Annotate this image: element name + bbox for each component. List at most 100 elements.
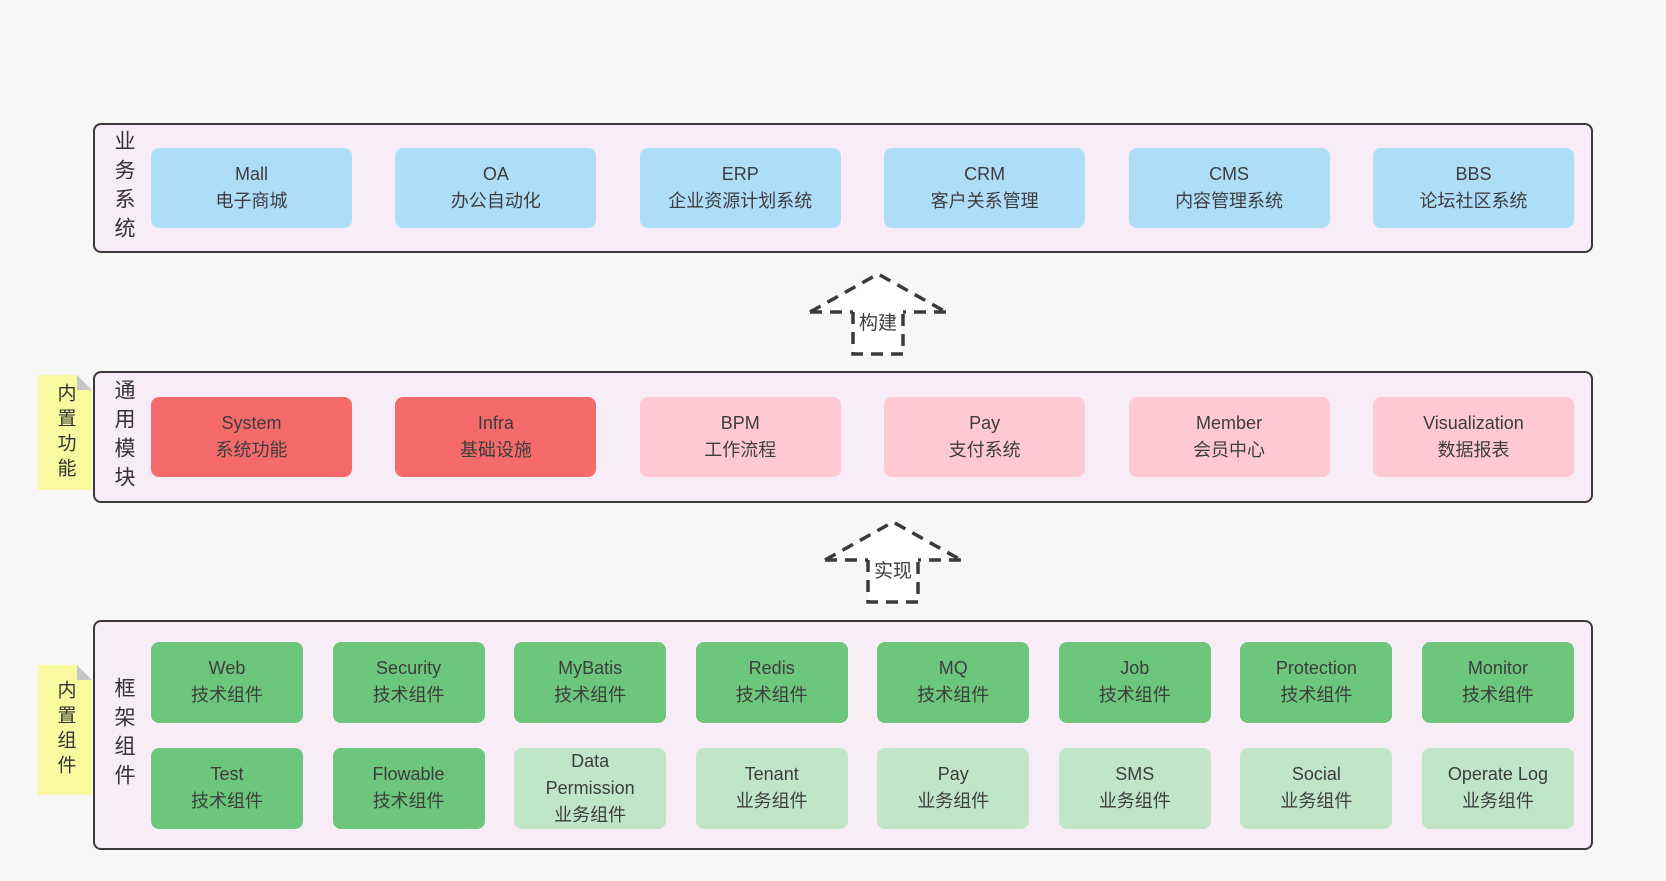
box-sms: SMS 业务组件 bbox=[1058, 747, 1211, 829]
framework-components-band: 框架组件 Web 技术组件 Security 技术组件 MyBatis 技术组件… bbox=[93, 620, 1593, 850]
box-subtitle: 办公自动化 bbox=[450, 191, 541, 211]
box-data-permission: Data Permission 业务组件 bbox=[514, 747, 667, 829]
box-subtitle: 数据报表 bbox=[1437, 440, 1510, 460]
box-subtitle: 技术组件 bbox=[372, 791, 445, 811]
box-subtitle: 支付系统 bbox=[948, 440, 1021, 460]
box-pay-business: Pay 业务组件 bbox=[877, 747, 1030, 829]
box-operate-log: Operate Log 业务组件 bbox=[1421, 747, 1574, 829]
box-web: Web 技术组件 bbox=[151, 641, 303, 723]
box-subtitle: 技术组件 bbox=[191, 791, 263, 811]
box-monitor: Monitor 技术组件 bbox=[1421, 641, 1574, 723]
box-title: OA bbox=[482, 164, 509, 184]
box-title: Tenant bbox=[744, 764, 799, 784]
box-subtitle: 业务组件 bbox=[1280, 791, 1353, 811]
box-title: Pay bbox=[969, 413, 1001, 433]
arrow-implement-label: 实现 bbox=[870, 555, 916, 584]
box-subtitle: 论坛社区系统 bbox=[1419, 191, 1528, 211]
box-title: Pay bbox=[937, 764, 969, 784]
arrow-build-label: 构建 bbox=[855, 307, 901, 336]
arrow-implement: 实现 bbox=[821, 518, 965, 606]
box-tenant: Tenant 业务组件 bbox=[695, 747, 848, 829]
box-subtitle: 业务组件 bbox=[1461, 791, 1534, 811]
band-label-framework: 框架组件 bbox=[112, 677, 135, 793]
box-subtitle: 技术组件 bbox=[1280, 685, 1353, 705]
box-title: Protection bbox=[1275, 658, 1357, 678]
box-title: MyBatis bbox=[558, 658, 623, 678]
box-title: Member bbox=[1196, 413, 1263, 433]
box-crm: CRM 客户关系管理 bbox=[884, 148, 1086, 228]
arrow-build: 构建 bbox=[806, 270, 950, 358]
box-subtitle: 技术组件 bbox=[1098, 685, 1171, 705]
box-subtitle: 内容管理系统 bbox=[1175, 191, 1284, 211]
box-subtitle: 客户关系管理 bbox=[930, 191, 1039, 211]
sticky-label: 内置功能 bbox=[54, 382, 76, 483]
common-modules-boxes: System 系统功能 Infra 基础设施 BPM 工作流程 Pay 支付系统… bbox=[151, 397, 1574, 477]
box-title: Redis bbox=[748, 658, 795, 678]
box-title: ERP bbox=[721, 164, 759, 184]
box-subtitle: 技术组件 bbox=[917, 685, 990, 705]
box-subtitle: 业务组件 bbox=[1098, 791, 1171, 811]
box-subtitle: 技术组件 bbox=[735, 685, 808, 705]
box-subtitle: 企业资源计划系统 bbox=[668, 191, 813, 211]
box-job: Job 技术组件 bbox=[1058, 641, 1211, 723]
box-subtitle: 工作流程 bbox=[704, 440, 777, 460]
box-visualization: Visualization 数据报表 bbox=[1372, 397, 1574, 477]
box-title: SMS bbox=[1115, 764, 1155, 784]
box-title: Flowable bbox=[372, 764, 445, 784]
box-subtitle: 业务组件 bbox=[917, 791, 990, 811]
box-title: Web bbox=[208, 658, 246, 678]
box-cms: CMS 内容管理系统 bbox=[1128, 148, 1330, 228]
box-title: Operate Log bbox=[1447, 764, 1548, 784]
box-title: Data Permission bbox=[545, 750, 635, 798]
band-label-modules: 通用模块 bbox=[112, 379, 135, 495]
box-security: Security 技术组件 bbox=[332, 641, 485, 723]
box-mybatis: MyBatis 技术组件 bbox=[514, 641, 667, 723]
box-title: Security bbox=[376, 658, 442, 678]
box-mq: MQ 技术组件 bbox=[877, 641, 1030, 723]
box-subtitle: 技术组件 bbox=[191, 685, 263, 705]
framework-components-rows: Web 技术组件 Security 技术组件 MyBatis 技术组件 Redi… bbox=[151, 641, 1574, 829]
sticky-note-built-in-components: 内置组件 bbox=[38, 665, 92, 795]
business-systems-band: 业务系统 Mall 电子商城 OA 办公自动化 ERP 企业资源计划系统 CRM… bbox=[93, 123, 1593, 253]
box-title: CMS bbox=[1209, 164, 1250, 184]
box-subtitle: 业务组件 bbox=[554, 804, 627, 825]
box-bbs: BBS 论坛社区系统 bbox=[1372, 148, 1574, 228]
box-mall: Mall 电子商城 bbox=[151, 148, 352, 228]
sticky-label: 内置组件 bbox=[54, 680, 76, 780]
business-systems-boxes: Mall 电子商城 OA 办公自动化 ERP 企业资源计划系统 CRM 客户关系… bbox=[151, 148, 1574, 228]
box-subtitle: 技术组件 bbox=[372, 685, 445, 705]
framework-row-2: Test 技术组件 Flowable 技术组件 Data Permission … bbox=[151, 747, 1574, 829]
box-bpm: BPM 工作流程 bbox=[639, 397, 841, 477]
box-title: Visualization bbox=[1423, 413, 1524, 433]
box-member: Member 会员中心 bbox=[1128, 397, 1330, 477]
box-protection: Protection 技术组件 bbox=[1240, 641, 1393, 723]
box-title: Infra bbox=[477, 413, 514, 433]
box-title: Test bbox=[210, 764, 244, 784]
box-title: BPM bbox=[720, 413, 760, 433]
box-title: MQ bbox=[938, 658, 968, 678]
band-label-business: 业务系统 bbox=[112, 130, 135, 246]
box-title: Mall bbox=[234, 164, 268, 184]
box-subtitle: 基础设施 bbox=[459, 440, 532, 460]
box-title: Social bbox=[1291, 764, 1341, 784]
box-erp: ERP 企业资源计划系统 bbox=[639, 148, 841, 228]
box-subtitle: 电子商城 bbox=[215, 191, 288, 211]
box-title: CRM bbox=[964, 164, 1006, 184]
box-subtitle: 会员中心 bbox=[1193, 440, 1266, 460]
box-infra: Infra 基础设施 bbox=[395, 397, 597, 477]
box-test: Test 技术组件 bbox=[151, 747, 303, 829]
box-redis: Redis 技术组件 bbox=[695, 641, 848, 723]
box-social: Social 业务组件 bbox=[1240, 747, 1393, 829]
box-subtitle: 系统功能 bbox=[215, 440, 288, 460]
common-modules-band: 通用模块 System 系统功能 Infra 基础设施 BPM 工作流程 Pay… bbox=[93, 371, 1593, 503]
box-subtitle: 业务组件 bbox=[735, 791, 808, 811]
box-oa: OA 办公自动化 bbox=[395, 148, 597, 228]
box-system: System 系统功能 bbox=[151, 397, 352, 477]
framework-row-1: Web 技术组件 Security 技术组件 MyBatis 技术组件 Redi… bbox=[151, 641, 1574, 723]
box-flowable: Flowable 技术组件 bbox=[332, 747, 485, 829]
box-title: Monitor bbox=[1467, 658, 1528, 678]
box-title: BBS bbox=[1455, 164, 1492, 184]
box-title: System bbox=[221, 413, 282, 433]
box-title: Job bbox=[1120, 658, 1150, 678]
box-subtitle: 技术组件 bbox=[554, 685, 627, 705]
